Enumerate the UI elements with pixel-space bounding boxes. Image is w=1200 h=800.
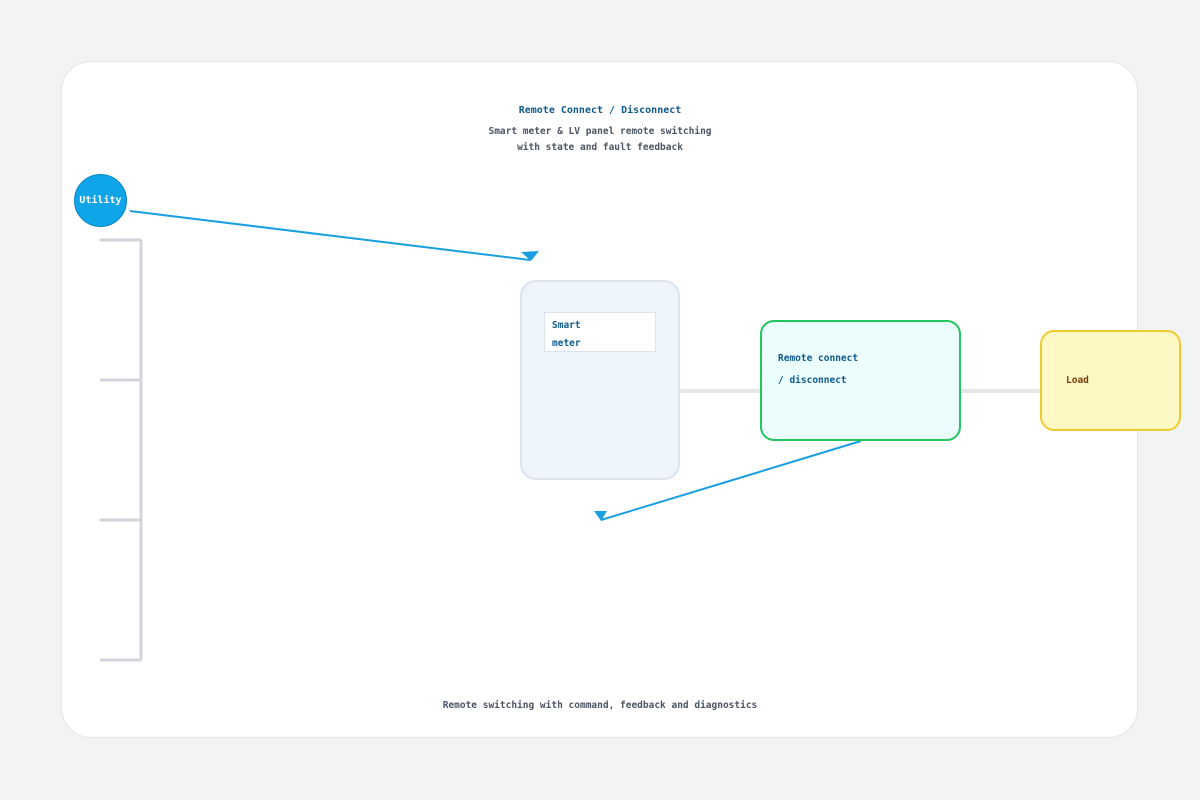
diagram-title: Remote Connect / Disconnect bbox=[518, 105, 682, 116]
feedback-arrowhead bbox=[594, 511, 607, 521]
command-arrowhead bbox=[521, 251, 539, 261]
smart-meter-panel[interactable] bbox=[520, 280, 680, 480]
utility-label: Utility bbox=[79, 195, 122, 206]
utility-node[interactable]: Utility bbox=[74, 174, 127, 227]
bus-bracket bbox=[100, 238, 143, 662]
smart-meter-label-line-2: meter bbox=[552, 338, 581, 349]
smart-meter-label-box: Smart meter bbox=[544, 312, 656, 352]
diagram-subtitle-line-1: Smart meter & LV panel remote switching bbox=[488, 126, 712, 137]
command-arrow-line bbox=[129, 210, 531, 261]
load-label: Load bbox=[1066, 375, 1089, 386]
diagram-footer: Remote switching with command, feedback … bbox=[442, 700, 758, 711]
remote-switch-label-line-1: Remote connect bbox=[778, 353, 859, 364]
remote-switch-node[interactable]: Remote connect / disconnect bbox=[760, 320, 961, 441]
diagram-subtitle-line-2: with state and fault feedback bbox=[517, 142, 683, 153]
load-node[interactable]: Load bbox=[1040, 330, 1181, 431]
feedback-arrow-line bbox=[600, 440, 862, 521]
remote-switch-label-line-2: / disconnect bbox=[778, 375, 847, 386]
smart-meter-label-line-1: Smart bbox=[552, 320, 581, 331]
